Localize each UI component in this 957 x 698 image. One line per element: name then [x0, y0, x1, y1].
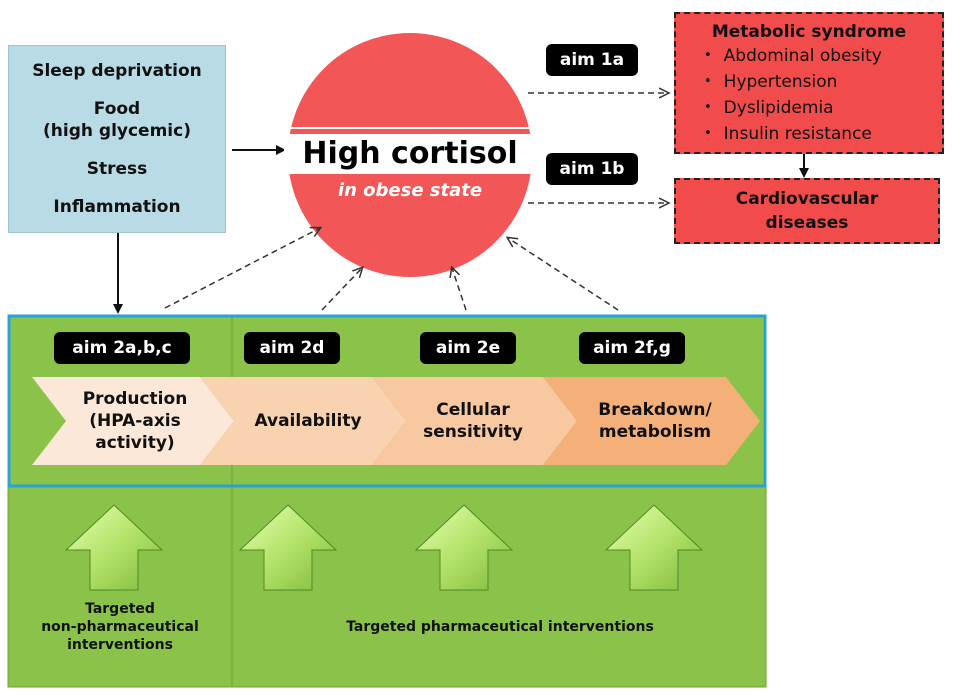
cardiovascular-label: Cardiovascular diseases [735, 189, 879, 233]
stages-outline [7, 314, 767, 488]
stage-availability-label: Availability [254, 411, 362, 431]
cellular-to-cortisol-arrow [452, 268, 467, 311]
chevron-availability [200, 377, 406, 465]
aim-2e-badge: aim 2e [420, 332, 516, 364]
list-item: Insulin resistance [704, 122, 942, 148]
cause-sleep-deprivation: Sleep deprivation [32, 61, 202, 81]
chevron-breakdown [543, 377, 760, 465]
up-arrow-icon [238, 504, 338, 591]
chevron-production [32, 377, 234, 465]
circle-band [284, 127, 536, 129]
chevron-cellular [372, 377, 577, 465]
up-arrow-icon [64, 504, 164, 591]
non-pharmaceutical-label: Targeted non-pharmaceutical intervention… [41, 601, 199, 653]
stage-breakdown-label: Breakdown/ metabolism [598, 400, 712, 442]
list-item: Hypertension [704, 70, 942, 96]
breakdown-to-cortisol-arrow [508, 238, 619, 311]
aim-2abc-badge: aim 2a,b,c [54, 332, 190, 364]
metabolic-syndrome-list: Abdominal obesity Hypertension Dyslipide… [676, 44, 942, 148]
cause-stress: Stress [86, 159, 148, 179]
causes-box: Sleep deprivation Food (high glycemic) S… [8, 45, 226, 233]
center-title: High cortisol [284, 134, 536, 174]
list-item: Dyslipidemia [704, 96, 942, 122]
cardiovascular-box: Cardiovascular diseases [674, 178, 940, 244]
availability-to-cortisol-arrow [321, 268, 362, 311]
cause-food: Food (high glycemic) [43, 99, 191, 141]
stage-cellular-label: Cellular sensitivity [423, 400, 523, 442]
up-arrow-icon [414, 504, 514, 591]
aim-1a-badge: aim 1a [546, 44, 638, 76]
aim-2fg-badge: aim 2f,g [579, 332, 685, 364]
metabolic-syndrome-title: Metabolic syndrome [711, 22, 907, 42]
stage-production-label: Production (HPA-axis activity) [82, 389, 188, 453]
cause-inflammation: Inflammation [53, 197, 181, 217]
center-subtitle: in obese state [337, 180, 483, 201]
list-item: Abdominal obesity [704, 44, 942, 70]
production-to-cortisol-arrow [164, 228, 320, 309]
aim-1b-badge: aim 1b [546, 153, 638, 185]
metabolic-syndrome-box: Metabolic syndrome Abdominal obesity Hyp… [674, 12, 944, 154]
up-arrow-icon [604, 504, 704, 591]
pharmaceutical-label: Targeted pharmaceutical interventions [346, 619, 654, 635]
aim-2d-badge: aim 2d [244, 332, 340, 364]
